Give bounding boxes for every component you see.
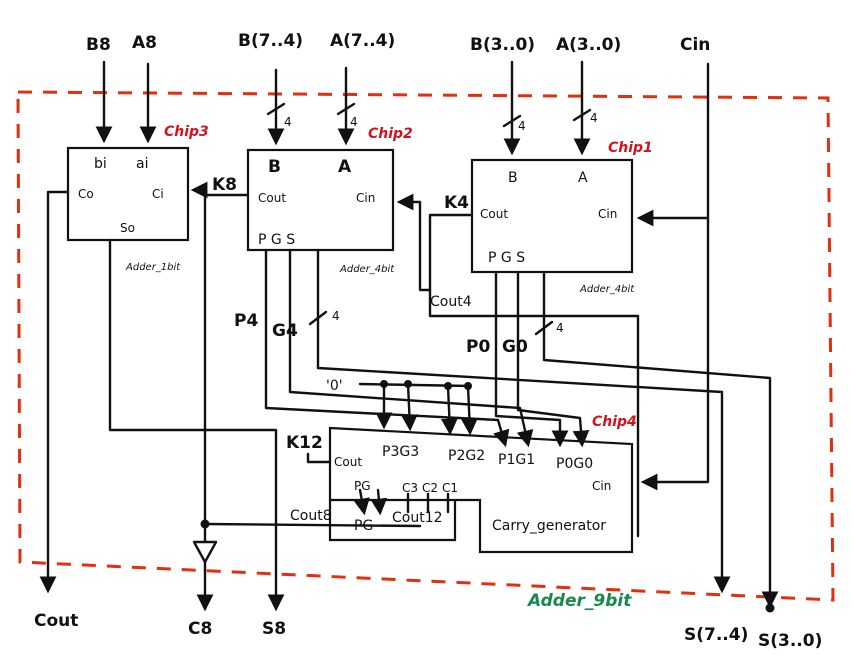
wire-pg-g [370,488,388,516]
wire-p0 [494,270,569,448]
bus-tick-3 [502,114,522,128]
wire-g2 [461,384,478,436]
label-out-s74: S(7..4) [684,625,748,645]
bus-tick-5 [308,310,328,326]
junction-s30 [765,603,775,613]
bus-tick-1 [266,102,286,116]
label-g4: G4 [272,321,298,341]
chip2-cout: Cout [258,191,286,205]
wire-g3 [400,382,418,432]
module-boundary [16,90,835,602]
chip1-cin: Cin [598,207,617,221]
label-out-cout: Cout [34,611,78,631]
module-title: Adder_9bit [526,591,632,611]
chip3-co: Co [78,187,94,201]
bus-tick-2 [336,102,356,116]
label-a8: A8 [132,33,157,53]
chip1-k: K4 [444,193,469,213]
bus-width-6: 4 [556,321,564,335]
label-p0: P0 [466,337,490,357]
label-b8: B8 [86,35,111,55]
chip4-p1g1: P1G1 [498,452,535,468]
wire-cout8 [203,522,422,528]
chip4-name: Chip4 [592,414,637,430]
wire-cout4-drop [428,213,640,538]
wire-s74 [316,248,731,594]
wire-s8 [108,238,285,612]
chip4-lower-block [328,500,457,542]
label-cout12: Cout12 [392,510,443,526]
chip4-c1: C1 [442,481,458,495]
chip2-type: Adder_4bit [339,264,395,275]
buffer-symbol [192,540,218,564]
chip2-cin: Cin [356,191,375,205]
label-cout4: Cout4 [430,294,472,310]
chip4-cout: Cout [334,455,362,469]
wire-k8 [203,193,250,522]
chip3-name: Chip3 [164,124,209,140]
chip4-c2: C2 [422,481,438,495]
wire-cout [39,190,70,594]
chip1-a: A [578,170,588,186]
chip4-p2g2: P2G2 [448,448,485,464]
chip1-name: Chip1 [608,140,653,156]
bus-width-1: 4 [284,115,292,129]
label-out-s8: S8 [262,619,286,639]
chip1-b: B [508,170,518,186]
chip4-type: Carry_generator [492,518,606,534]
chip2-k: K8 [212,175,237,195]
bus-tick-4 [572,108,592,122]
chip3-ai: ai [136,156,148,172]
label-b30: B(3..0) [470,35,535,55]
chip1-pgs: P G S [488,250,525,266]
chip3-ci: Ci [152,187,164,201]
wire-g4 [288,248,534,448]
chip4-c3: C3 [402,481,418,495]
wire-p2 [441,384,458,436]
chip2-b: B [268,157,281,177]
wire-pg-p [353,488,370,516]
chip1-type: Adder_4bit [579,284,635,295]
label-a74: A(7..4) [330,31,395,51]
chip3-block [66,146,190,242]
chip4-cin: Cin [592,479,611,493]
wire-s30 [542,270,779,609]
chip3-so: So [120,221,135,235]
chip4-p3g3: P3G3 [382,444,419,460]
bus-width-4: 4 [590,111,598,125]
label-b74: B(7..4) [238,31,303,51]
chip3-type: Adder_1bit [125,262,181,273]
chip2-pgs: P G S [258,232,295,248]
label-zero: '0' [326,378,343,394]
bus-width-2: 4 [350,115,358,129]
label-p4: P4 [234,311,258,331]
chip4-pg: PG [354,479,371,493]
chip2-a: A [338,157,352,177]
label-cout8: Cout8 [290,508,332,524]
chip4-p0g0: P0G0 [556,456,593,472]
chip2-block [246,148,395,252]
bus-tick-6 [534,320,554,336]
wire-g0 [516,270,590,448]
wire-zero [358,382,472,388]
label-out-c8: C8 [188,619,212,639]
chip1-cout: Cout [480,207,508,221]
chip3-bi: bi [94,156,107,172]
bus-width-3: 4 [518,119,526,133]
label-a30: A(3..0) [556,35,621,55]
wire-cout4 [396,193,432,292]
label-g0: G0 [502,337,528,357]
label-pg2: PG [354,518,373,534]
chip2-name: Chip2 [368,126,413,142]
label-out-s30: S(3..0) [758,631,822,651]
wire-k12 [306,452,332,464]
chip4-k: K12 [286,433,323,453]
bus-width-5: 4 [332,309,340,323]
label-cin: Cin [680,35,710,55]
wire-cin-chip4 [640,62,710,491]
